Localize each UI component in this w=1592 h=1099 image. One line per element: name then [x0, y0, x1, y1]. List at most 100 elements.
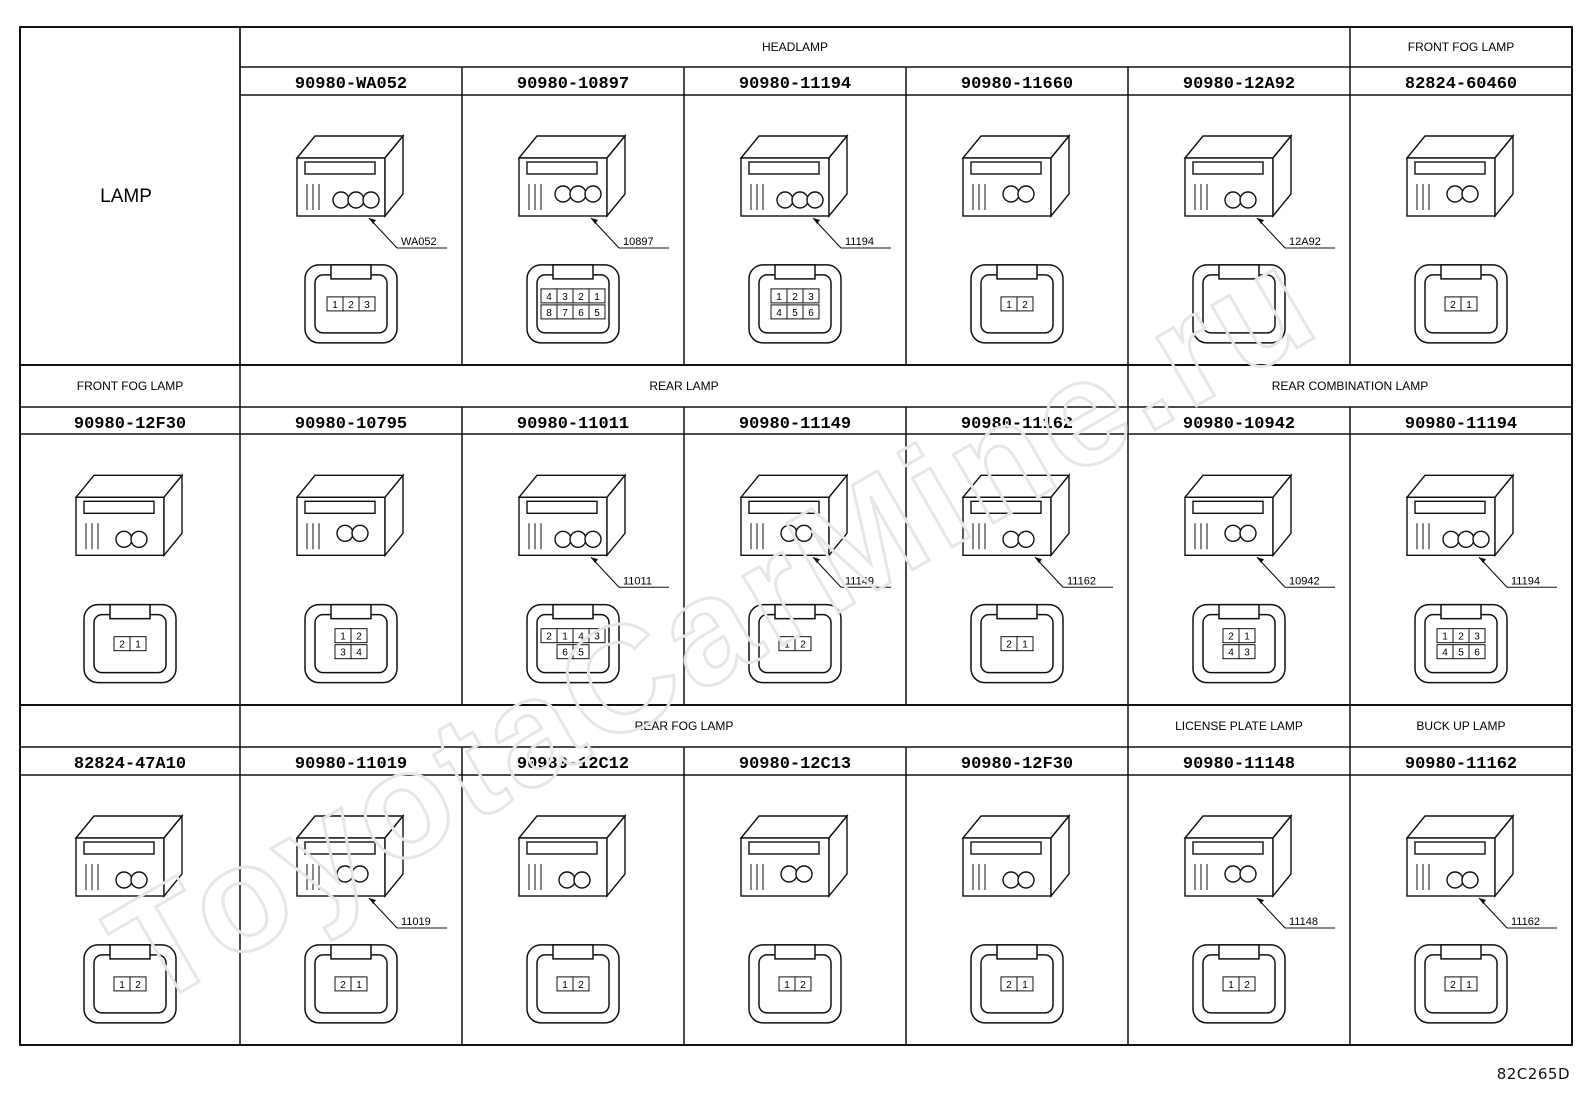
connector-body-icon	[295, 814, 405, 898]
lock-tab-icon	[774, 944, 816, 960]
pin-number: 2	[340, 980, 346, 991]
corner-label: LAMP	[100, 186, 152, 207]
pin-cell	[350, 628, 368, 644]
pin-cell	[588, 628, 606, 644]
part-number: 90980-10942	[1183, 415, 1295, 434]
pin-number: 2	[800, 640, 806, 651]
part-number: 90980-11194	[739, 75, 851, 94]
lock-tab-icon	[996, 264, 1038, 280]
pin-cell	[358, 296, 376, 312]
connector-body-icon	[295, 473, 405, 558]
housing-inner	[1202, 613, 1276, 674]
connector-body-icon	[961, 814, 1071, 898]
callout-arrow-icon	[369, 218, 376, 224]
housing-inner	[1424, 613, 1498, 674]
callout-code: 10942	[1289, 575, 1320, 587]
connector-body-icon	[739, 134, 849, 218]
table-row: FRONT FOG LAMP REAR LAMP REAR COMBINATION …	[20, 364, 1572, 705]
pin-number: 3	[808, 292, 814, 303]
pin-number: 4	[356, 648, 362, 659]
connector-body-icon	[517, 814, 627, 898]
callout-code: 12A92	[1289, 236, 1321, 248]
connector-body-icon	[1183, 134, 1293, 218]
callout-arrow-icon	[369, 898, 376, 904]
callout-arrow-icon	[1257, 557, 1264, 564]
pin-number: 1	[562, 632, 568, 643]
part-number: 82824-47A10	[74, 755, 186, 774]
pin-number: 5	[1458, 648, 1464, 659]
pin-number: 1	[1244, 632, 1250, 643]
pin-number: 4	[578, 632, 584, 643]
connector-body-icon	[1405, 134, 1515, 218]
callout-arrow-icon	[1479, 898, 1486, 904]
lock-tab-icon	[774, 603, 816, 620]
pin-number: 1	[1466, 300, 1472, 311]
housing-inner	[536, 274, 610, 334]
pin-number: 2	[119, 640, 125, 651]
part-number: 90980-11162	[961, 415, 1073, 434]
pin-number: 6	[808, 308, 814, 319]
lock-tab-icon	[109, 944, 151, 960]
pin-number: 2	[578, 980, 584, 991]
group-label: HEADLAMP	[762, 40, 828, 54]
connector-body-icon	[295, 134, 405, 218]
pin-number: 1	[119, 980, 125, 991]
part-number: 90980-11019	[295, 755, 407, 774]
pin-number: 1	[1466, 980, 1472, 991]
pin-number: 4	[546, 292, 552, 303]
part-number: 90980-10795	[295, 415, 407, 434]
housing-inner	[536, 613, 610, 674]
callout-code: 11019	[401, 916, 431, 928]
group-label: REAR LAMP	[649, 379, 718, 393]
callout-code: 11162	[1067, 575, 1096, 587]
pin-number: 2	[1450, 300, 1456, 311]
pin-number: 8	[546, 308, 552, 319]
pin-number: 3	[364, 300, 370, 311]
lock-tab-icon	[330, 944, 372, 960]
pin-cell	[1460, 976, 1478, 992]
lock-tab-icon	[552, 264, 594, 280]
group-label: FRONT FOG LAMP	[77, 379, 183, 393]
pin-cell	[1460, 296, 1478, 312]
part-number: 90980-11660	[961, 75, 1073, 94]
pin-cell	[1238, 976, 1256, 992]
pin-number: 1	[1228, 980, 1234, 991]
lock-tab-icon	[1218, 603, 1260, 620]
pin-number: 3	[1474, 632, 1480, 643]
pin-cell	[1468, 644, 1486, 660]
part-number: 90980-12C12	[517, 755, 629, 774]
pin-number: 6	[562, 648, 568, 659]
lock-tab-icon	[552, 603, 594, 620]
part-number: 90980-12F30	[74, 415, 186, 434]
part-number: 90980-11011	[517, 415, 629, 434]
part-number: 90980-11148	[1183, 755, 1295, 774]
pin-cell	[802, 288, 820, 304]
lock-tab-icon	[330, 603, 372, 620]
pin-number: 3	[562, 292, 568, 303]
pin-number: 1	[135, 640, 141, 651]
pin-number: 2	[1228, 632, 1234, 643]
pin-number: 2	[356, 632, 362, 643]
pin-number: 1	[784, 640, 790, 651]
lock-tab-icon	[774, 264, 816, 280]
callout-code: 11149	[845, 575, 874, 587]
pin-number: 1	[1022, 640, 1028, 651]
pin-number: 4	[776, 308, 782, 319]
group-label: REAR COMBINATION LAMP	[1272, 379, 1428, 393]
